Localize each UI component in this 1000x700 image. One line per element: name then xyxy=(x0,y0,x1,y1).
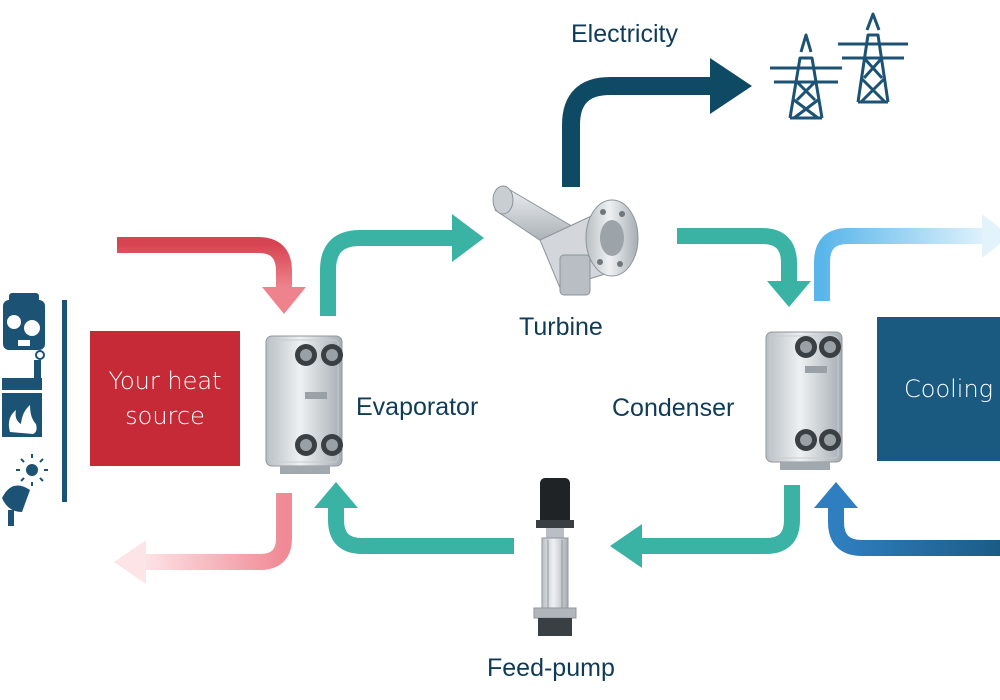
turbine-icon xyxy=(492,185,639,296)
turbine-label: Turbine xyxy=(519,313,603,341)
solar-collector-icon xyxy=(2,454,48,526)
condenser-label: Condenser xyxy=(612,394,735,422)
electricity-label: Electricity xyxy=(571,20,678,48)
feed-pump-icon xyxy=(533,478,577,636)
heat-source-line-2: source xyxy=(125,401,205,430)
heat-outflow-arrow xyxy=(114,493,292,584)
turbine-to-condenser-arrow xyxy=(677,228,811,307)
heat-inflow-arrow xyxy=(117,237,306,314)
cooling-label: Cooling xyxy=(904,374,994,403)
power-pylon-icon xyxy=(770,12,908,120)
plate-heat-exchanger-icon xyxy=(765,331,843,470)
pump-to-evaporator-arrow xyxy=(314,482,514,554)
cooling-inflow-arrow xyxy=(814,482,1000,556)
heat-source-box: Your heat source xyxy=(90,331,240,466)
heat-source-line-1: Your heat xyxy=(108,366,222,395)
cooling-outflow-arrow xyxy=(814,214,1000,301)
flame-icon xyxy=(8,405,37,434)
cooling-box: Cooling xyxy=(877,317,1000,461)
evaporator-label: Evaporator xyxy=(356,393,479,421)
condenser-to-pump-arrow xyxy=(610,485,800,568)
engine-icon xyxy=(3,293,45,350)
evaporator-to-turbine-arrow xyxy=(320,214,484,316)
plate-heat-exchanger-icon xyxy=(265,335,343,474)
electricity-arrow xyxy=(562,58,752,187)
separator-line xyxy=(62,300,67,502)
feed-pump-label: Feed-pump xyxy=(487,654,615,682)
